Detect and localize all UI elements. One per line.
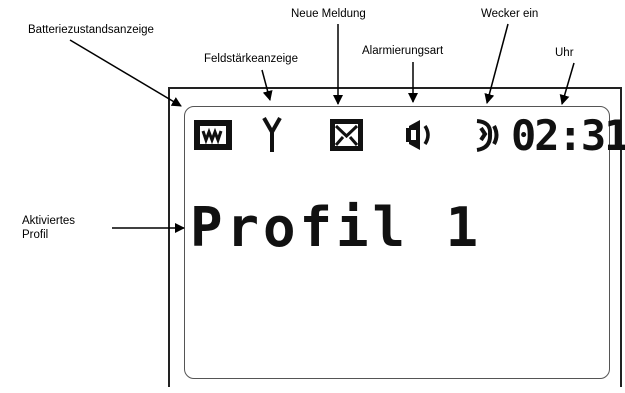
alarm-clock-icon: [476, 119, 499, 152]
label-active-profile-line2: Profil: [22, 229, 49, 241]
antenna-icon: [262, 117, 282, 152]
envelope-icon: [330, 119, 363, 151]
label-alarm-type: Alarmierungsart: [362, 45, 444, 57]
arrow-clock: [559, 62, 575, 105]
label-battery-indicator: Batteriezustandsanzeige: [28, 24, 154, 36]
label-new-message: Neue Meldung: [291, 8, 366, 20]
label-active-profile-line1: Aktiviertes: [22, 215, 76, 227]
label-alarm-clock-on: Wecker ein: [481, 8, 539, 20]
active-profile-display: Profil 1: [190, 196, 483, 259]
clock-display: 02:31: [511, 111, 625, 160]
arrow-battery: [69, 39, 182, 107]
label-signal-strength: Feldstärkeanzeige: [204, 53, 298, 65]
battery-icon: [194, 120, 232, 150]
speaker-icon: [406, 120, 430, 150]
display-frame: [168, 87, 622, 387]
arrow-alarm-clock: [484, 23, 509, 104]
display-screen: [184, 106, 610, 379]
arrow-signal: [261, 69, 273, 101]
label-clock: Uhr: [555, 47, 574, 59]
label-active-profile: Aktiviertes Profil: [22, 214, 75, 242]
